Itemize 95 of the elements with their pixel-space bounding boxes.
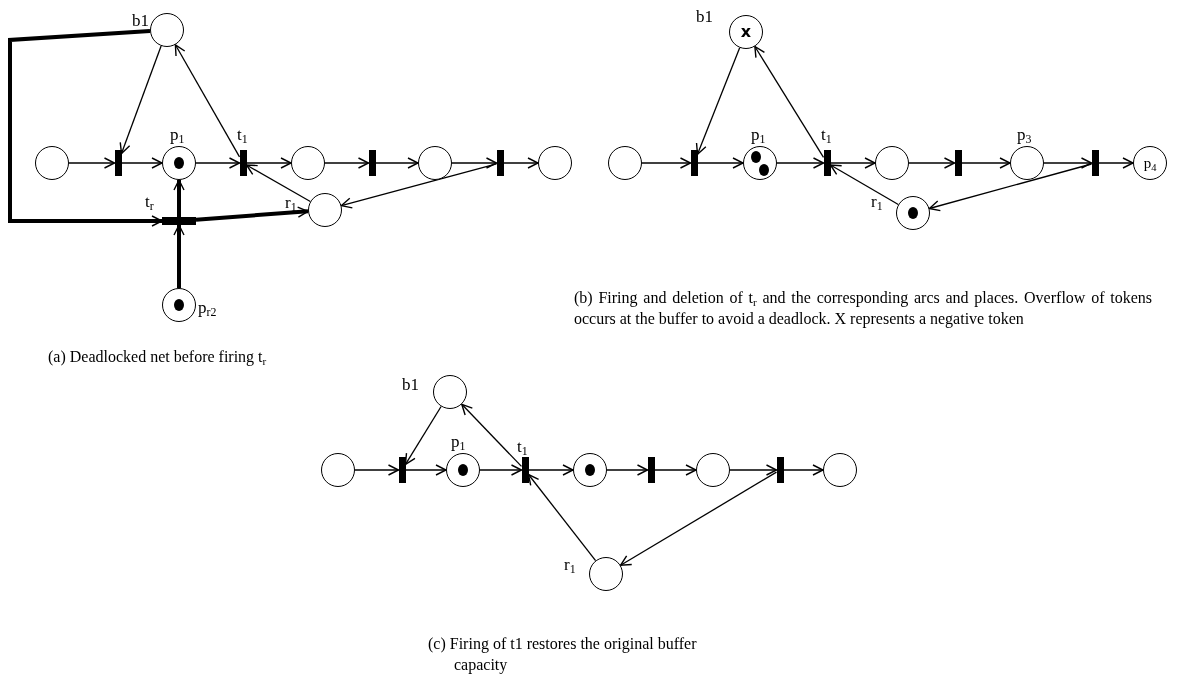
node-label: p$_{r2}$ [198,299,217,316]
place-circle [162,288,196,322]
node-label: b1 [402,376,419,393]
arrow [606,464,649,476]
arrow [404,464,447,476]
arrow [829,164,899,206]
arrow [68,157,116,169]
place-circle [35,146,69,180]
arrow [120,157,163,169]
node-label: r$_{1}$ [871,193,883,210]
arrow [928,163,1093,212]
arrow [754,45,825,158]
place-circle [150,13,184,47]
node-label: b1 [132,12,149,29]
transition-bar [239,150,247,176]
arrow [776,157,825,169]
arrow [340,163,498,209]
arrow [8,29,163,227]
place-circle [418,146,452,180]
arrow [245,157,292,169]
arrow [1043,157,1093,169]
node-label: t$_{1}$ [821,126,832,143]
arrow [502,157,539,169]
place-circle [743,146,777,180]
transition-bar [1091,150,1099,176]
arrow [908,157,956,169]
arrow [619,471,778,566]
place-circle [321,453,355,487]
arrow [324,157,370,169]
transition-bar [521,457,529,483]
arrow [354,464,400,476]
caption-text: (a) Deadlocked net before firing t$_{r}$ [48,347,268,367]
caption-text: (b) Firing and deletion of t$_{r}$ and the corresponding arcs and places. Overflow of tokens occurs at the buffer to avoid a deadlock. X represents a negative token [574,288,1152,329]
place-circle [291,146,325,180]
transition-bar [162,217,196,225]
place-circle [308,193,342,227]
place-circle [608,146,642,180]
arrow [653,464,697,476]
place-label: p$_{4}$ [1143,155,1157,171]
place-circle [538,146,572,180]
arrow [374,157,419,169]
arrow [173,224,185,288]
arrow [696,157,744,169]
place-circle [446,453,480,487]
arrow [695,47,741,155]
arrow [195,206,309,222]
node-label: r$_{1}$ [285,194,297,211]
arrow [527,464,574,476]
node-label: p$_{3}$ [1017,126,1032,143]
place-circle [573,453,607,487]
node-label: t$_{r}$ [145,193,154,210]
place-circle [589,557,623,591]
node-label: t$_{1}$ [517,438,528,455]
transition-bar [690,150,698,176]
arrow [782,464,824,476]
node-label: p$_{1}$ [751,126,766,143]
transition-bar [776,457,784,483]
arrow [641,157,692,169]
node-label: p$_{1}$ [170,126,185,143]
place-circle [896,196,930,230]
place-circle [1133,146,1167,180]
arrow [461,403,523,468]
caption-text: (c) Firing of t1 restores the original buffer capacity [428,634,698,675]
place-circle [875,146,909,180]
arrow [174,44,241,158]
place-circle [823,453,857,487]
arrow [527,473,597,562]
arrow [245,164,311,203]
node-label: p$_{1}$ [451,433,466,450]
arrow [829,157,876,169]
node-label: t$_{1}$ [237,126,248,143]
transition-bar [823,150,831,176]
arrow [479,464,523,476]
arrow [729,464,778,476]
arrow [195,157,241,169]
place-circle [433,375,467,409]
arrow [404,405,442,465]
place-circle [696,453,730,487]
transition-bar [496,150,504,176]
arrow [960,157,1011,169]
place-circle [1010,146,1044,180]
place-label: x [740,24,752,40]
arrow [1097,157,1134,169]
arrow [119,45,162,155]
transition-bar [114,150,122,176]
node-label: r$_{1}$ [564,556,576,573]
node-label: b1 [696,8,713,25]
place-circle [729,15,763,49]
transition-bar [398,457,406,483]
transition-bar [954,150,962,176]
place-circle [162,146,196,180]
arrow [173,179,185,217]
transition-bar [368,150,376,176]
arrow [451,157,498,169]
transition-bar [647,457,655,483]
